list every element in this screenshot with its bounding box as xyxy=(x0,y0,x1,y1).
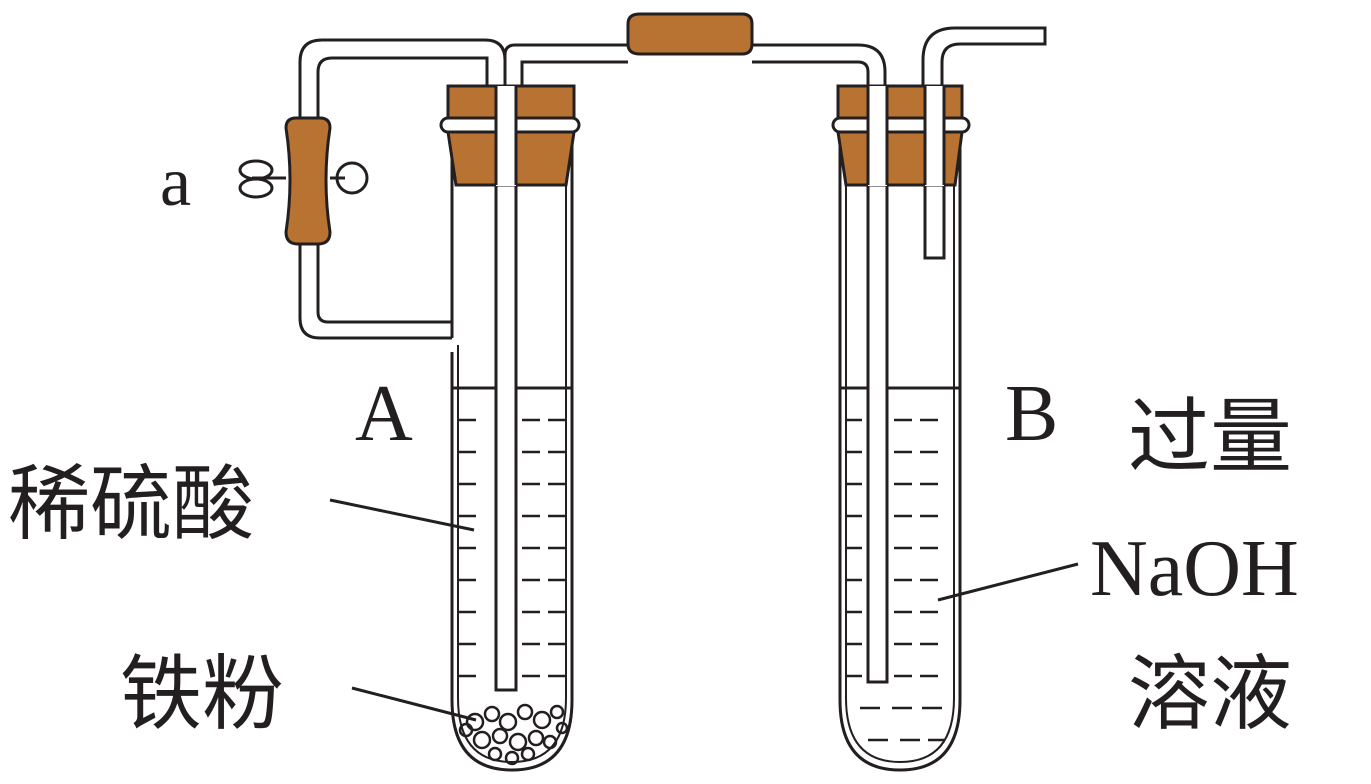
naoh-dash-marks xyxy=(846,418,944,742)
iron-powder xyxy=(458,703,569,766)
tube-a-label: A xyxy=(355,370,413,458)
test-tube-b xyxy=(831,84,971,772)
rubber-tube-connector xyxy=(626,12,754,56)
naoh-leader-line xyxy=(937,562,1079,602)
exit-tube xyxy=(921,26,1047,85)
clamp-label: a xyxy=(160,144,191,221)
top-connector-tube xyxy=(503,43,887,85)
acid-leader-line xyxy=(329,498,475,532)
acid-dash-marks xyxy=(458,418,566,678)
test-tube-a xyxy=(439,84,581,772)
iron-label: 铁粉 xyxy=(120,649,284,740)
iron-leader-line xyxy=(351,686,477,722)
tube-b-label: B xyxy=(1005,370,1058,458)
naoh-label-line3: 溶液 xyxy=(1128,649,1292,740)
acid-label: 稀硫酸 xyxy=(8,459,254,550)
naoh-label-line2: NaOH xyxy=(1090,525,1299,613)
naoh-label-line1: 过量 xyxy=(1128,392,1292,483)
clamp-a xyxy=(238,116,369,246)
